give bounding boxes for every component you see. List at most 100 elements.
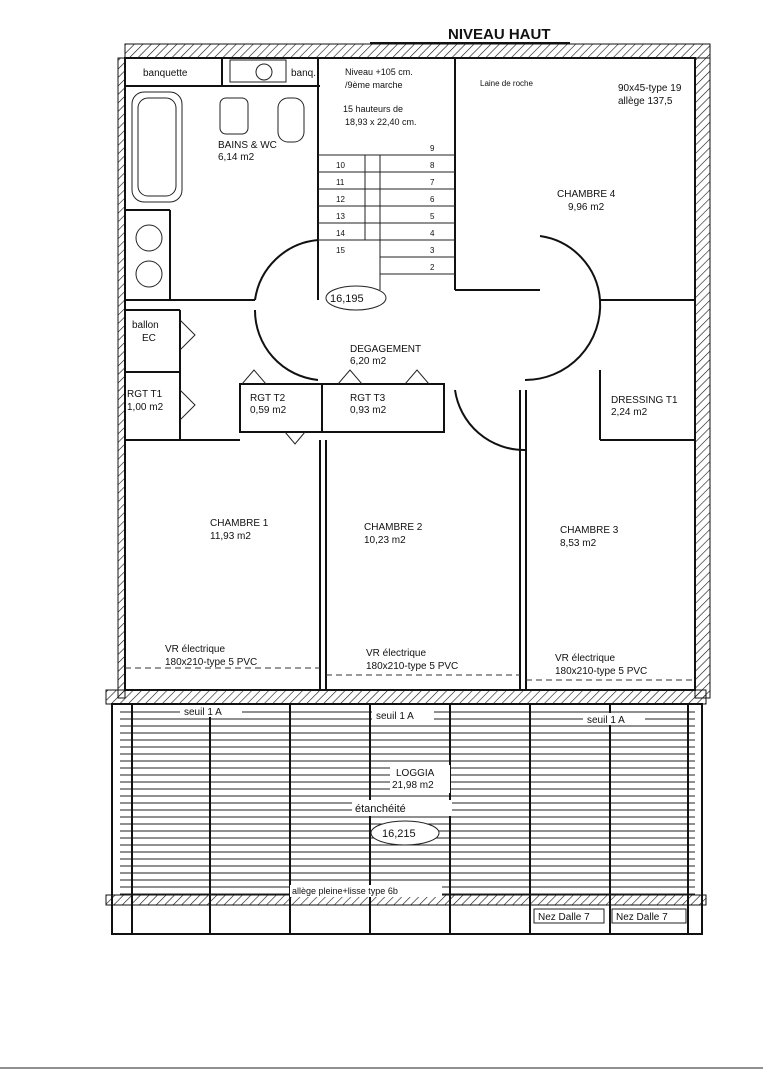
step-8: 8 <box>430 161 435 170</box>
level-mark: 16,195 <box>330 293 364 305</box>
left-wall <box>117 57 126 699</box>
level-mark-ellipse <box>325 285 387 311</box>
etancheite-label: étanchéité <box>355 803 406 815</box>
nez-dalle-label-1: Nez Dalle 7 <box>538 912 590 923</box>
step-7: 7 <box>430 178 435 187</box>
seuil-bg-1 <box>180 705 242 717</box>
loggia-name: LOGGIA <box>396 768 435 779</box>
loggia-level-mark: 16,215 <box>382 828 416 840</box>
loggia-name-bg <box>390 765 450 793</box>
banq-label: banq. <box>291 68 316 79</box>
loggia-level-ellipse <box>370 820 440 846</box>
degagement-name: DEGAGEMENT <box>350 344 421 355</box>
rgt-t3-box <box>321 383 445 433</box>
seuil-bg-2 <box>372 709 434 721</box>
chambre1-area: 11,93 m2 <box>210 531 251 542</box>
banquette-label: banquette <box>143 68 188 79</box>
loggia-outline <box>111 703 703 935</box>
bains-name: BAINS & WC <box>218 140 277 151</box>
rgt-t2-area: 0,59 m2 <box>250 405 287 416</box>
loggia-top-wall <box>105 689 707 705</box>
bidet <box>219 97 249 135</box>
stair-heights-2: 18,93 x 22,40 cm. <box>345 117 417 127</box>
banq-fixture <box>229 59 287 83</box>
chambre1-name: CHAMBRE 1 <box>210 518 269 529</box>
stair-level-2: /9ème marche <box>345 80 403 90</box>
chambre1-door <box>241 369 267 385</box>
ballon-line2: EC <box>142 333 156 344</box>
rgt-t1-area: 1,00 m2 <box>127 402 164 413</box>
step-5: 5 <box>430 212 435 221</box>
chambre2-area: 10,23 m2 <box>364 535 406 546</box>
bathtub <box>131 91 183 203</box>
stair-heights-1: 15 hauteurs de <box>343 104 403 114</box>
step-4: 4 <box>430 229 435 238</box>
chambre4-name: CHAMBRE 4 <box>557 189 616 200</box>
plan-title: NIVEAU HAUT <box>448 26 551 43</box>
degagement-door-arc-1 <box>254 239 319 301</box>
seuil-bg-3 <box>583 713 645 725</box>
step-12: 12 <box>336 195 345 204</box>
vr-label-2: VR électrique <box>366 648 426 659</box>
dressing-name: DRESSING T1 <box>611 395 678 406</box>
allege-pleine-bg <box>290 885 442 897</box>
seuil-label-2: seuil 1 A <box>376 711 414 722</box>
vr-spec-1: 180x210-type 5 PVC <box>165 657 257 668</box>
rgt-t2-door <box>284 431 306 445</box>
sink-1 <box>135 224 163 252</box>
chambre3-area: 8,53 m2 <box>560 538 597 549</box>
chambre3-door-arc <box>454 389 526 452</box>
vr-spec-2: 180x210-type 5 PVC <box>366 661 458 672</box>
step-2: 2 <box>430 263 435 272</box>
chambre4-area: 9,96 m2 <box>568 202 605 213</box>
chambre3-name: CHAMBRE 3 <box>560 525 619 536</box>
chambre4-door-arc <box>539 235 601 301</box>
rgt-t2-name: RGT T2 <box>250 393 286 404</box>
step-10: 10 <box>336 161 345 170</box>
degagement-area: 6,20 m2 <box>350 356 387 367</box>
staircase <box>318 154 455 290</box>
washbasin <box>255 63 273 81</box>
rgt-t3-door-a <box>337 369 363 385</box>
ballon-line1: ballon <box>132 320 159 331</box>
step-3: 3 <box>430 246 435 255</box>
nez-dalle-box-2 <box>611 908 687 924</box>
nez-dalle-label-2: Nez Dalle 7 <box>616 912 668 923</box>
etancheite-bg <box>352 800 452 816</box>
step-15: 15 <box>336 246 345 255</box>
rgt-t1-door <box>179 389 196 421</box>
vr-label-1: VR électrique <box>165 644 225 655</box>
sink-2 <box>135 260 163 288</box>
vr-label-3: VR électrique <box>555 653 615 664</box>
stair-level-1: Niveau +105 cm. <box>345 67 413 77</box>
bains-area: 6,14 m2 <box>218 152 255 163</box>
degagement-door-arc-2 <box>253 309 319 381</box>
step-6: 6 <box>430 195 435 204</box>
rgt-t3-name: RGT T3 <box>350 393 386 404</box>
step-14: 14 <box>336 229 345 238</box>
right-wall <box>694 57 711 699</box>
main-outline <box>124 57 696 691</box>
dressing-door-arc <box>524 299 602 382</box>
rgt-t3-area: 0,93 m2 <box>350 405 387 416</box>
vr-spec-3: 180x210-type 5 PVC <box>555 666 647 677</box>
rgt-t1-name: RGT T1 <box>127 389 163 400</box>
laine-label: Laine de roche <box>480 79 533 88</box>
loggia-area: 21,98 m2 <box>392 780 434 791</box>
step-9: 9 <box>430 144 435 153</box>
ballon-door <box>179 319 196 351</box>
top-wall <box>124 43 711 59</box>
rgt-t3-door-b <box>404 369 430 385</box>
dressing-area: 2,24 m2 <box>611 407 648 418</box>
wc <box>277 97 305 143</box>
chambre2-name: CHAMBRE 2 <box>364 522 423 533</box>
bathtub-inner <box>137 97 177 197</box>
window-type-label: 90x45-type 19 <box>618 83 682 94</box>
step-13: 13 <box>336 212 345 221</box>
step-11: 11 <box>336 178 345 187</box>
nez-dalle-box-1 <box>533 908 605 924</box>
seuil-label-1: seuil 1 A <box>184 707 222 718</box>
seuil-label-3: seuil 1 A <box>587 715 625 726</box>
allege-label: allège 137,5 <box>618 96 673 107</box>
